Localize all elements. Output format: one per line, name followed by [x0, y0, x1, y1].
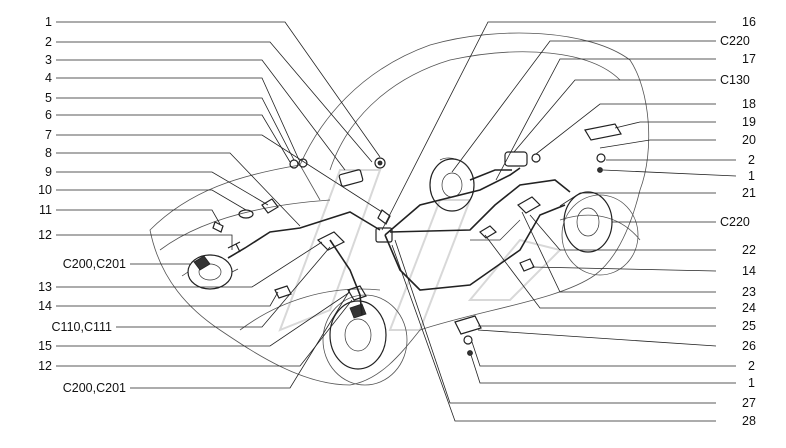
callout-12: 12	[38, 228, 52, 242]
callout-17: 17	[742, 52, 756, 66]
callout-1-upper: 1	[748, 169, 755, 183]
callout-c220: C220	[720, 34, 750, 48]
callout-25: 25	[742, 319, 756, 333]
front-right-disc	[322, 294, 408, 386]
callout-2: 2	[45, 35, 52, 49]
callout-c200-c201-lower: C200,C201	[62, 381, 126, 395]
callout-22: 22	[742, 243, 756, 257]
callout-27: 27	[742, 396, 756, 410]
callout-26: 26	[742, 339, 756, 353]
callout-7: 7	[45, 128, 52, 142]
callout-19: 19	[742, 115, 756, 129]
callout-23: 23	[742, 285, 756, 299]
callout-c130: C130	[720, 73, 750, 87]
callout-20: 20	[742, 133, 756, 147]
brake-components	[212, 123, 622, 356]
vehicle-body-outline	[149, 32, 650, 386]
callout-c110-c111: C110,C111	[51, 320, 112, 334]
callout-15: 15	[38, 339, 52, 353]
watermark	[278, 169, 562, 332]
leader-lines	[56, 21, 737, 422]
callout-11: 11	[39, 203, 52, 217]
callout-6: 6	[45, 108, 52, 122]
callout-21: 21	[742, 186, 756, 200]
callout-24: 24	[742, 301, 756, 315]
front-left-disc	[181, 254, 239, 290]
callout-4: 4	[45, 71, 52, 85]
callout-12-lower: 12	[38, 359, 52, 373]
callout-2-lower: 2	[748, 359, 755, 373]
callout-5: 5	[45, 91, 52, 105]
callout-1: 1	[45, 15, 52, 29]
brake-pipes	[227, 167, 571, 316]
callout-c220-lower: C220	[720, 215, 750, 229]
callout-2-upper: 2	[748, 153, 755, 167]
rear-right-drum	[561, 191, 639, 276]
callout-3: 3	[45, 53, 52, 67]
callout-14-right: 14	[742, 264, 756, 278]
callout-c200-c201: C200,C201	[62, 257, 126, 271]
callout-16: 16	[742, 15, 756, 29]
callout-8: 8	[45, 146, 52, 160]
callout-10: 10	[38, 183, 52, 197]
callout-13: 13	[38, 280, 52, 294]
callout-14: 14	[38, 299, 52, 313]
callout-9: 9	[45, 165, 52, 179]
rear-left-drum	[429, 157, 475, 212]
callout-18: 18	[742, 97, 756, 111]
callout-28: 28	[742, 414, 756, 428]
callout-1-lower: 1	[748, 376, 755, 390]
